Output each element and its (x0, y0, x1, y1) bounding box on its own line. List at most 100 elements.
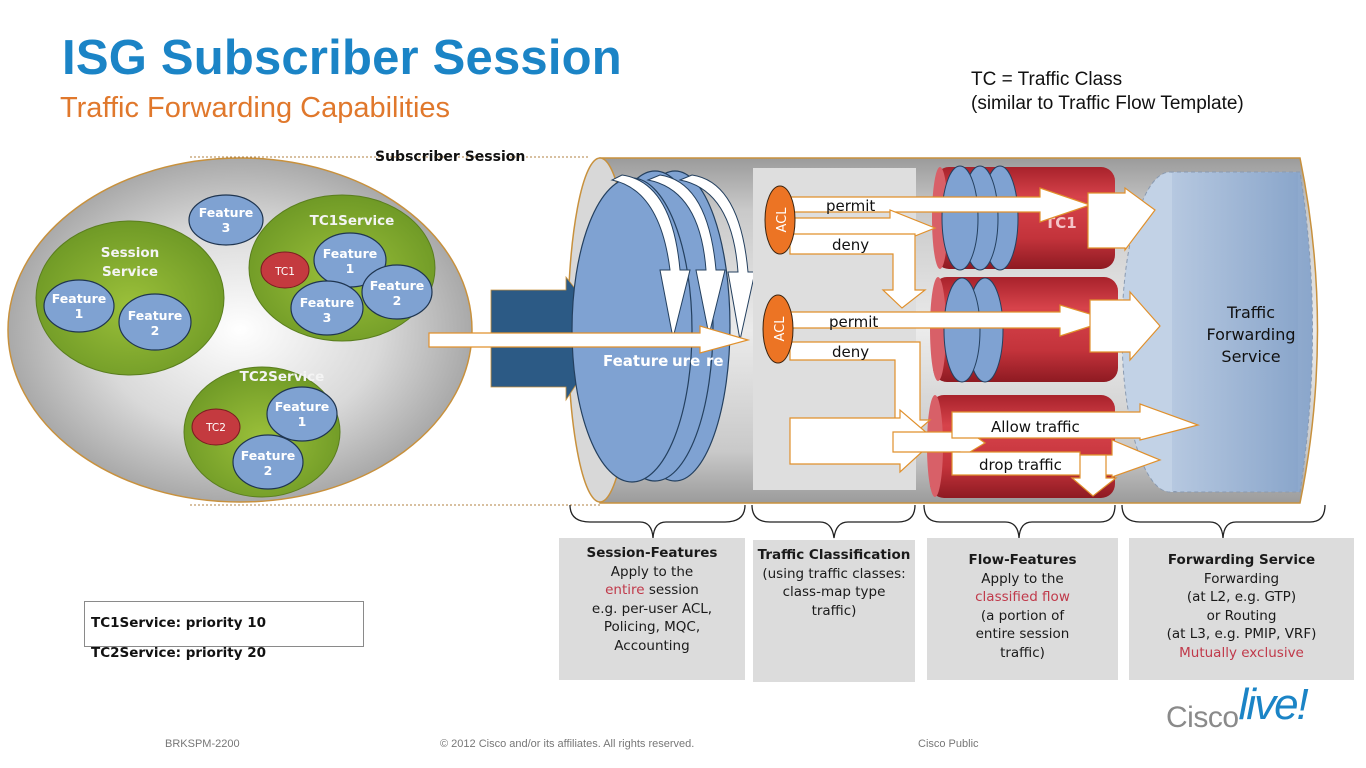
acl1-permit-arrow (789, 187, 1092, 223)
session-feature-label-3: re (706, 352, 724, 370)
acl1-deny-arrow (789, 233, 927, 309)
tc2-service-group: TC2Service TC2 Feature 1 Feature 2 (183, 366, 341, 498)
acl2-oval (762, 294, 794, 364)
desc-heading: Traffic Classification (757, 547, 911, 563)
svg-text:Feature: Feature (275, 399, 329, 414)
acl2-permit-arrow (789, 304, 1113, 337)
emphasis-text: Mutually exclusive (1179, 644, 1304, 661)
svg-text:TC2: TC2 (205, 422, 226, 434)
slide-title: ISG Subscriber Session (62, 31, 622, 85)
tc1-feature-1: Feature 1 (313, 232, 387, 288)
desc-line: traffic) (811, 602, 857, 619)
svg-text:Feature: Feature (323, 246, 377, 261)
logo-live-text: live! (1238, 680, 1309, 729)
acl1-permit-label: permit (826, 197, 875, 215)
session-feature-label-1: Feature (603, 352, 668, 370)
desc-line: (at L2, e.g. GTP) (1186, 589, 1297, 605)
forwarding-line-3: Service (1221, 347, 1280, 366)
svg-text:Feature: Feature (300, 295, 354, 310)
brace-traffic-classification (751, 504, 916, 539)
standalone-feature-3: Feature 3 (188, 194, 264, 246)
flow-tc1-label: TC1 (1045, 214, 1077, 232)
session-service-group: Session Service Feature 1 Feature 2 (35, 220, 225, 376)
desc-line: class-map type (782, 584, 886, 600)
desc-session-features: Session-Features Apply to the entire sess… (559, 538, 745, 680)
session-service-feature-1: Feature 1 (43, 279, 115, 333)
svg-text:Feature: Feature (52, 291, 106, 306)
logo-cisco-text: Cisco (1166, 701, 1239, 734)
tc1-forward-arrow (1087, 186, 1156, 252)
svg-text:Feature: Feature (128, 308, 182, 323)
note-line-2: (similar to Traffic Flow Template) (971, 93, 1244, 114)
desc-line: (at L3, e.g. PMIP, VRF) (1166, 626, 1317, 642)
acl-1: permit deny ACL (764, 185, 1092, 309)
emphasis-text: entire (605, 582, 645, 598)
priority-tc2: TC2Service: priority 20 (91, 645, 266, 661)
traffic-class-note: TC = Traffic Class (similar to Traffic F… (971, 68, 1244, 116)
svg-text:1: 1 (298, 414, 307, 429)
footer-classification: Cisco Public (918, 738, 979, 750)
subscriber-session-label: Subscriber Session (375, 149, 525, 165)
session-feature-label-2: ure (672, 352, 700, 370)
drop-traffic-arrow (951, 439, 1162, 478)
section-braces (569, 504, 1326, 539)
desc-line: entire session (605, 582, 699, 598)
allow-traffic-label: Allow traffic (991, 418, 1080, 436)
note-line-1: TC = Traffic Class (971, 69, 1123, 90)
desc-forwarding-service: Forwarding Service Forwarding (at L2, e.g… (1129, 538, 1354, 680)
desc-line: Apply to the (610, 563, 694, 580)
tc1-service-group: TC1Service TC1 Feature 1 Feature 2 Featu… (248, 194, 436, 342)
desc-line: (using traffic classes: (762, 565, 906, 582)
cisco-live-logo: Ciscolive! (1166, 680, 1309, 734)
default-entry-arrow (789, 408, 936, 474)
acl1-deny-label: deny (832, 236, 869, 254)
acl2-label: ACL (773, 316, 788, 342)
brace-flow-features (923, 504, 1116, 539)
acl1-oval (764, 185, 796, 255)
svg-text:2: 2 (264, 463, 273, 478)
svg-text:1: 1 (346, 261, 355, 276)
desc-line: or Routing (1206, 607, 1277, 624)
tc2-badge: TC2 (191, 408, 241, 446)
acl1-label: ACL (775, 207, 790, 233)
brace-session-features (569, 504, 746, 539)
svg-text:2: 2 (393, 293, 402, 308)
tc2-forward-arrow (1089, 290, 1161, 362)
priority-box (84, 601, 364, 647)
desc-line: Forwarding (1203, 570, 1280, 587)
desc-heading: Flow-Features (968, 552, 1077, 568)
desc-line: e.g. per-user ACL, (591, 600, 713, 617)
desc-heading: Session-Features (586, 545, 718, 561)
drop-traffic-label: drop traffic (979, 456, 1062, 474)
svg-text:3: 3 (222, 220, 231, 235)
desc-heading: Forwarding Service (1167, 552, 1316, 568)
tc2-feature-2: Feature 2 (232, 434, 304, 490)
svg-text:Service: Service (102, 264, 158, 280)
desc-line: Apply to the (981, 570, 1064, 587)
svg-text:2: 2 (151, 323, 160, 338)
svg-text:TC1: TC1 (274, 266, 295, 278)
acl2-permit-label: permit (829, 313, 878, 331)
tc2-flow-features (943, 277, 1004, 383)
tc1-feature-3: Feature 3 (290, 280, 364, 336)
tc1-flow-features (941, 165, 1019, 271)
desc-line: Mutually exclusive (1129, 644, 1354, 663)
desc-line: Policing, MQC, (603, 619, 701, 635)
svg-text:1: 1 (75, 306, 84, 321)
tc1-badge: TC1 (260, 251, 310, 289)
svg-text:Session: Session (101, 245, 159, 261)
desc-line: Accounting (614, 637, 690, 654)
svg-text:Feature: Feature (370, 278, 424, 293)
desc-line: entire session (975, 626, 1070, 642)
desc-line: traffic) (1000, 644, 1045, 661)
session-traffic-arrow (428, 325, 751, 354)
svg-text:TC1Service: TC1Service (310, 213, 395, 229)
tc2-feature-1: Feature 1 (266, 386, 338, 442)
acl2-deny-label: deny (832, 343, 869, 361)
desc-line: classified flow (927, 588, 1118, 607)
allow-traffic-arrow (951, 403, 1201, 441)
session-features-stack: Feature ure re (571, 170, 756, 483)
acl-2: permit deny ACL (762, 294, 1113, 441)
